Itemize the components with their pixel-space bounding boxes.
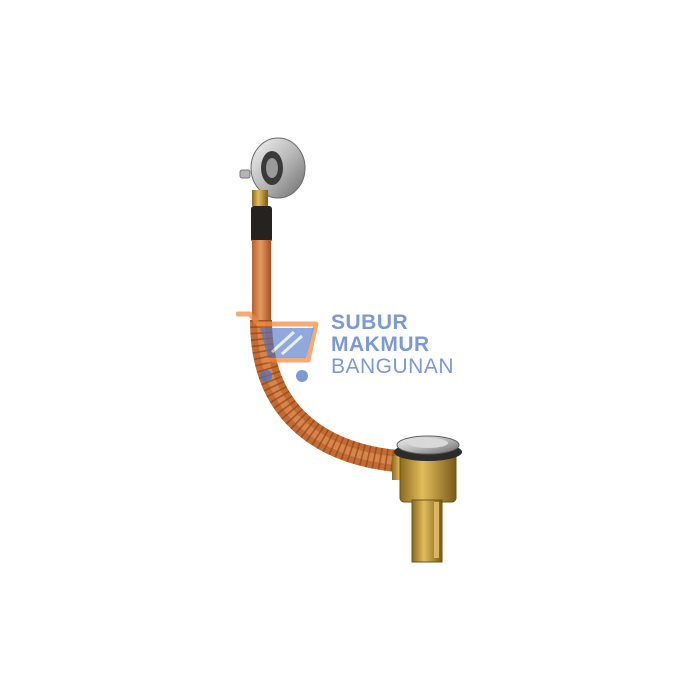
watermark-line-1: SUBUR bbox=[331, 311, 409, 334]
watermark-line-3: BANGUNAN bbox=[331, 355, 455, 378]
watermark-text: SUBUR MAKMUR BANGUNAN bbox=[331, 312, 454, 378]
drain-stopper bbox=[394, 435, 462, 461]
watermark-line-2: MAKMUR bbox=[331, 333, 430, 356]
flexible-copper-hose bbox=[250, 319, 411, 473]
vertical-copper-pipe bbox=[252, 240, 271, 325]
drain-body bbox=[392, 451, 457, 563]
rubber-sleeve bbox=[251, 206, 272, 242]
watermark: SUBUR MAKMUR BANGUNAN bbox=[236, 310, 476, 390]
overflow-cover bbox=[239, 137, 306, 206]
shopping-cart-icon bbox=[236, 311, 319, 382]
